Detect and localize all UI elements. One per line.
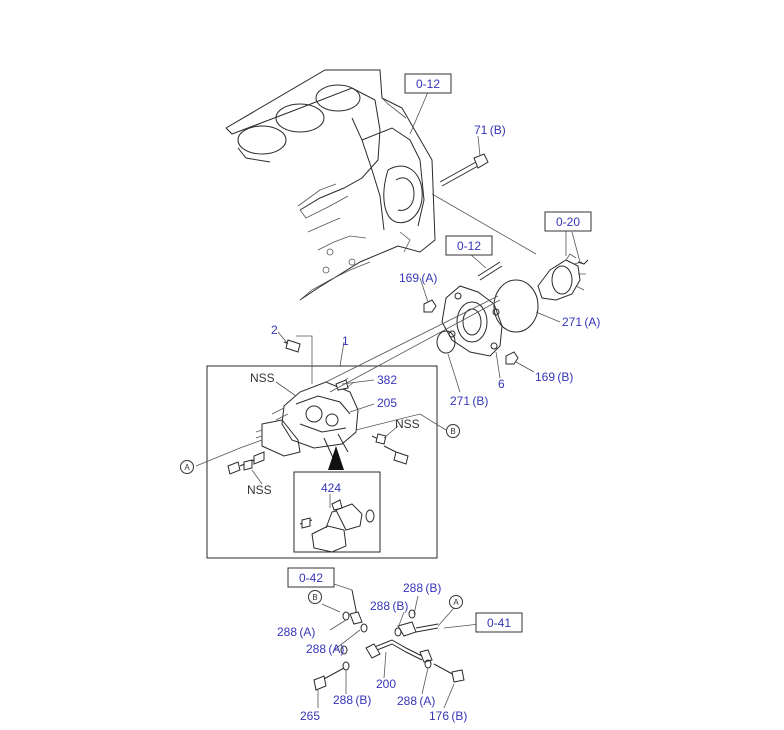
marker-label: B bbox=[312, 593, 317, 602]
ref-box-0-20[interactable]: 0-20 bbox=[544, 211, 592, 232]
injection-pump-body bbox=[255, 377, 359, 461]
callout-288b-1[interactable]: 288 (B) bbox=[403, 581, 441, 595]
callout-6[interactable]: 6 bbox=[498, 377, 505, 391]
bolt-176b bbox=[433, 663, 465, 683]
bolt-265 bbox=[313, 667, 345, 691]
callout-169a[interactable]: 169 (A) bbox=[399, 271, 437, 285]
callout-271a[interactable]: 271 (A) bbox=[562, 315, 600, 329]
nss-part-top bbox=[335, 379, 349, 391]
marker-a-lower: A bbox=[449, 595, 463, 609]
callout-169b[interactable]: 169 (B) bbox=[535, 370, 573, 384]
marker-b-right: B bbox=[446, 424, 460, 438]
o-ring-271b bbox=[436, 330, 456, 354]
callout-288a-3[interactable]: 288 (A) bbox=[397, 694, 435, 708]
detail-424-frame bbox=[293, 471, 381, 553]
marker-label: A bbox=[453, 598, 459, 607]
pump-mounting-plate bbox=[441, 285, 503, 357]
pump-assembly-frame bbox=[206, 365, 438, 559]
callout-200[interactable]: 200 bbox=[376, 677, 396, 691]
ref-box-0-41[interactable]: 0-41 bbox=[475, 612, 523, 633]
callout-382[interactable]: 382 bbox=[377, 373, 397, 387]
ref-box-0-42[interactable]: 0-42 bbox=[287, 567, 335, 588]
nss-bolts-left bbox=[227, 451, 265, 475]
callout-288a-1[interactable]: 288 (A) bbox=[277, 625, 315, 639]
bolt-2 bbox=[283, 339, 301, 353]
marker-label: B bbox=[450, 427, 455, 436]
nut-169b bbox=[505, 351, 519, 365]
ref-label: 0-12 bbox=[416, 77, 440, 91]
callout-205[interactable]: 205 bbox=[377, 396, 397, 410]
nut-169a bbox=[423, 299, 437, 313]
callout-288a-2[interactable]: 288 (A) bbox=[306, 642, 344, 656]
nss-label: NSS bbox=[247, 483, 272, 497]
callout-288b-3[interactable]: 288 (B) bbox=[333, 693, 371, 707]
callout-265[interactable]: 265 bbox=[300, 709, 320, 723]
callout-424[interactable]: 424 bbox=[321, 481, 341, 495]
nss-label: NSS bbox=[250, 371, 275, 385]
callout-1[interactable]: 1 bbox=[342, 334, 349, 348]
engine-block-illustration bbox=[225, 69, 537, 301]
stud-0-12 bbox=[477, 261, 503, 281]
nss-label: NSS bbox=[395, 417, 420, 431]
detail-424-parts bbox=[299, 499, 375, 553]
marker-label: A bbox=[184, 463, 190, 472]
ref-label: 0-20 bbox=[556, 215, 580, 229]
callout-288b-2[interactable]: 288 (B) bbox=[370, 599, 408, 613]
marker-b-lower: B bbox=[308, 590, 322, 604]
callout-71b[interactable]: 71 (B) bbox=[474, 123, 506, 137]
ref-box-0-12-top[interactable]: 0-12 bbox=[404, 73, 452, 94]
ref-box-0-12-mid[interactable]: 0-12 bbox=[445, 235, 493, 256]
callout-271b[interactable]: 271 (B) bbox=[450, 394, 488, 408]
callout-2[interactable]: 2 bbox=[271, 323, 278, 337]
fuel-pipe-200 bbox=[349, 589, 439, 663]
nss-bolts-right bbox=[371, 433, 409, 465]
ref-label: 0-42 bbox=[299, 571, 323, 585]
pump-drive-gear bbox=[537, 253, 589, 301]
callout-176b[interactable]: 176 (B) bbox=[429, 709, 467, 723]
ref-label: 0-41 bbox=[487, 616, 511, 630]
leader-lines bbox=[195, 91, 581, 709]
ref-label: 0-12 bbox=[457, 239, 481, 253]
o-ring-271a bbox=[493, 279, 539, 333]
detail-arrow bbox=[328, 446, 344, 470]
marker-a-left: A bbox=[180, 460, 194, 474]
bolt-71b bbox=[439, 153, 489, 187]
